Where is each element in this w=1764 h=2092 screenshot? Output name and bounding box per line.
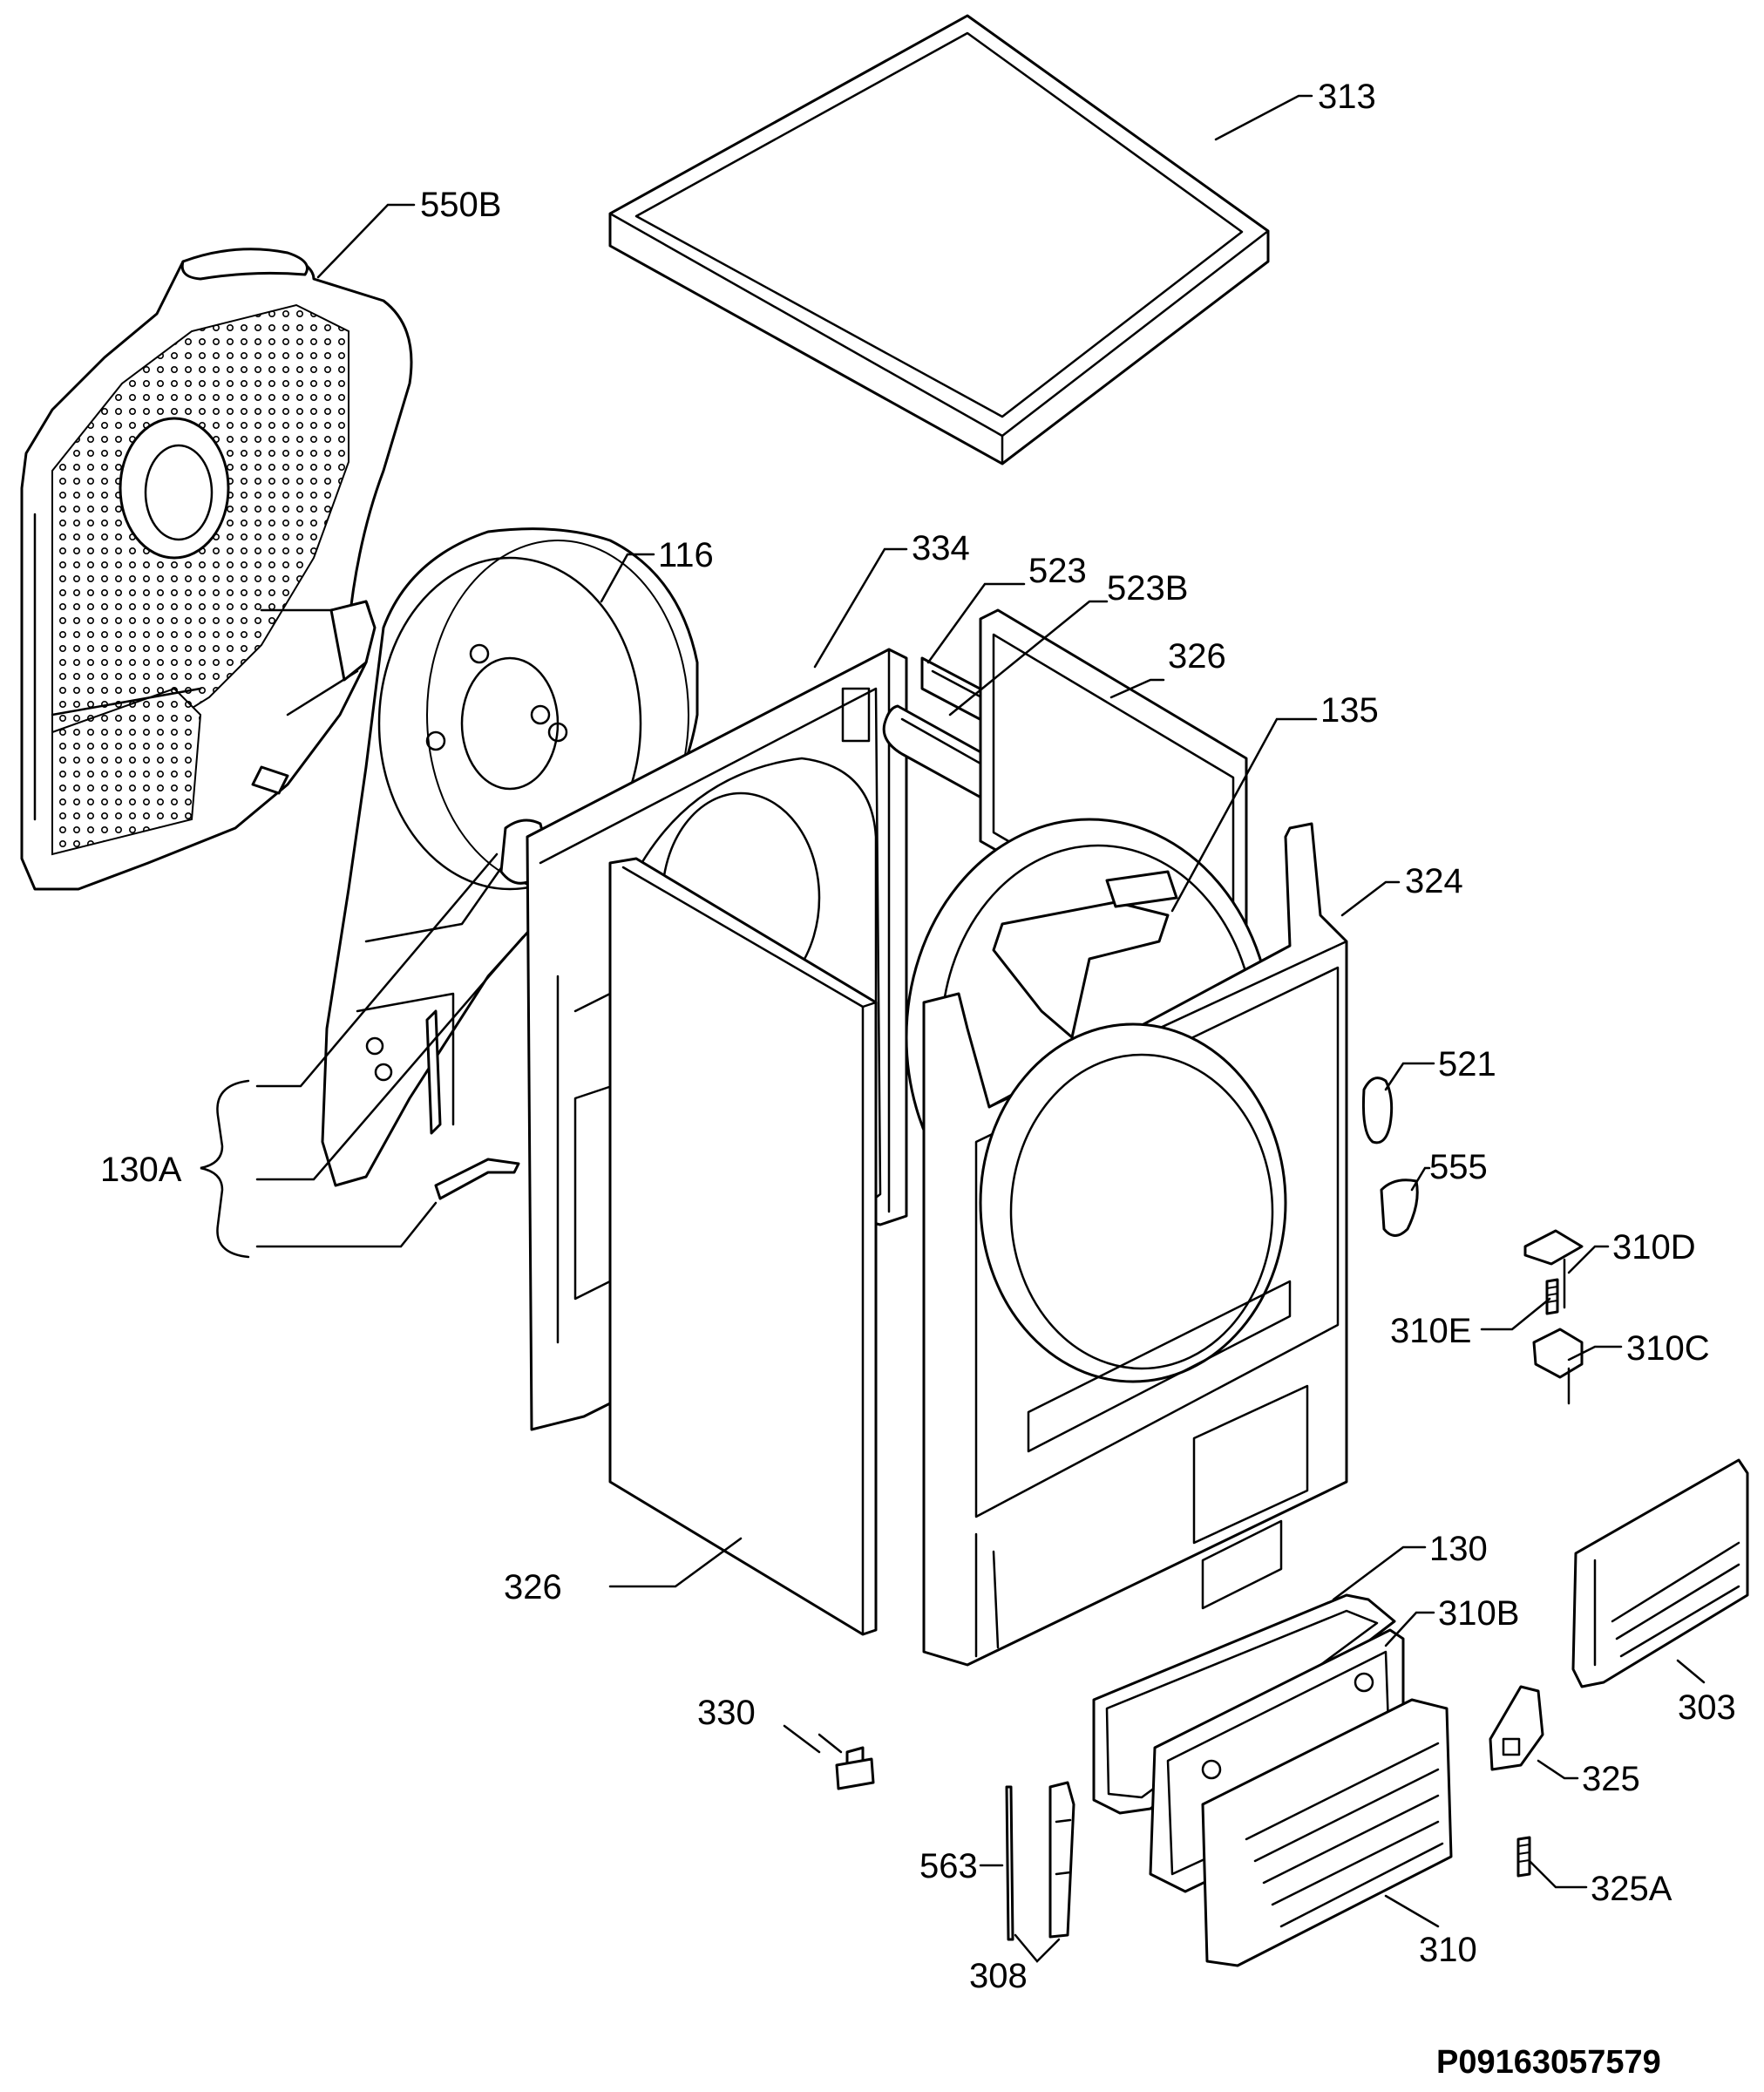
document-code: P09163057579 <box>1436 2044 1661 2081</box>
part-324-front-panel[interactable] <box>922 822 1348 1667</box>
label-308: 308 <box>969 1957 1028 1995</box>
label-130: 130 <box>1429 1530 1488 1568</box>
label-555: 555 <box>1429 1148 1488 1186</box>
label-310E: 310E <box>1390 1312 1471 1350</box>
part-labels: 313 550B 116 334 523 523B 326 135 324 52… <box>100 78 1736 1995</box>
label-303: 303 <box>1678 1688 1736 1727</box>
part-303-handle-panel[interactable] <box>1571 1458 1749 1688</box>
label-330: 330 <box>697 1694 756 1732</box>
label-313: 313 <box>1318 78 1376 116</box>
part-310D-latch[interactable] <box>1523 1229 1584 1309</box>
label-310: 310 <box>1419 1931 1477 1969</box>
part-330-foot-screw[interactable] <box>835 1746 875 1790</box>
label-310C: 310C <box>1626 1329 1710 1368</box>
label-310D: 310D <box>1612 1228 1696 1267</box>
part-521-cover[interactable] <box>1361 1077 1394 1144</box>
label-523B: 523B <box>1107 569 1188 608</box>
part-555-cover[interactable] <box>1380 1178 1419 1237</box>
label-326-bottom: 326 <box>504 1568 562 1606</box>
part-310E-spring[interactable] <box>1545 1278 1559 1315</box>
label-325: 325 <box>1582 1760 1640 1798</box>
part-310C-latch[interactable] <box>1532 1328 1584 1405</box>
label-563: 563 <box>919 1847 978 1885</box>
label-523: 523 <box>1028 552 1087 590</box>
part-325A-spring[interactable] <box>1516 1836 1531 1878</box>
part-308-hinge[interactable] <box>1048 1781 1075 1939</box>
part-326-side-panel[interactable] <box>608 857 878 1636</box>
label-310B: 310B <box>1438 1594 1519 1633</box>
part-563-rod[interactable] <box>1005 1785 1014 1941</box>
label-326-top: 326 <box>1168 637 1226 676</box>
label-334: 334 <box>912 529 970 567</box>
part-313-top-cover[interactable] <box>608 14 1270 465</box>
part-325-latch-housing[interactable] <box>1489 1685 1544 1771</box>
part-550B-rear-duct[interactable] <box>20 248 413 891</box>
label-135: 135 <box>1320 691 1379 730</box>
label-550B: 550B <box>420 186 501 224</box>
leader-lines <box>200 94 1706 1963</box>
label-325A: 325A <box>1591 1870 1672 1908</box>
label-324: 324 <box>1405 862 1463 900</box>
label-116: 116 <box>658 536 714 574</box>
part-310-door-cover[interactable] <box>1201 1698 1453 1967</box>
label-521: 521 <box>1438 1045 1496 1083</box>
label-130A: 130A <box>100 1151 182 1189</box>
